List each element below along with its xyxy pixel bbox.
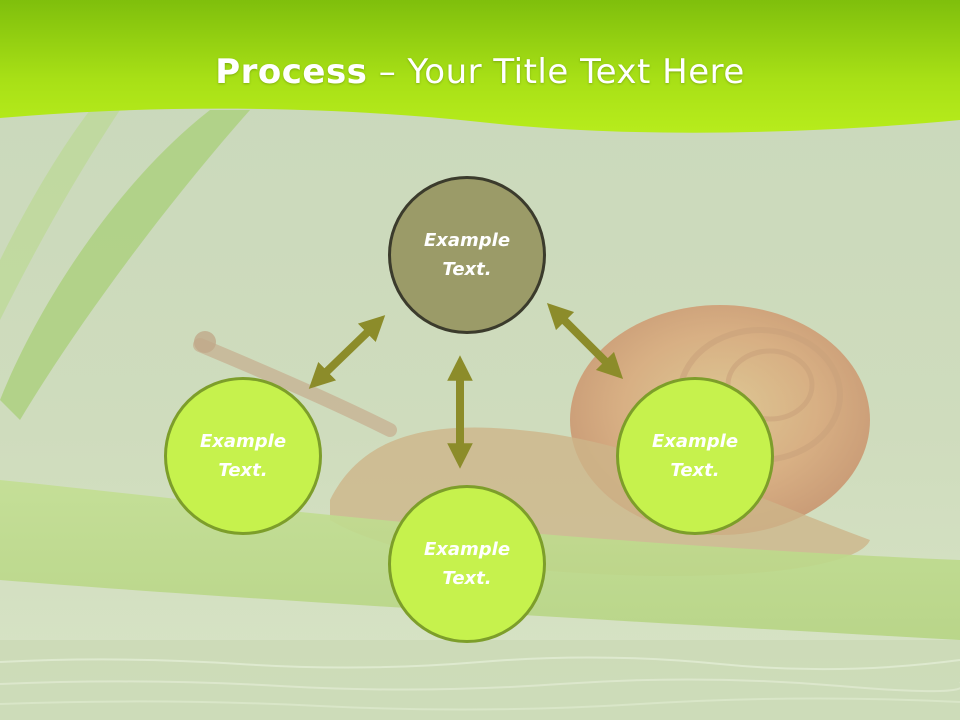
node-top-line1: Example [423,230,511,251]
node-right-line1: Example [651,431,739,452]
arrow-top-left [308,315,386,389]
arrow-top-right [546,302,624,380]
node-top-line2: Text. [442,259,492,280]
node-left-line1: Example [199,431,287,452]
node-right-line2: Text. [670,460,720,481]
node-left-line2: Text. [218,460,268,481]
title-banner [0,0,960,133]
node-bottom-line1: Example [423,539,511,560]
title-bold: Process [215,52,368,92]
page-title: Process – Your Title Text Here [0,52,960,92]
title-rest: – Your Title Text Here [367,52,745,92]
node-bottom-line2: Text. [442,568,492,589]
